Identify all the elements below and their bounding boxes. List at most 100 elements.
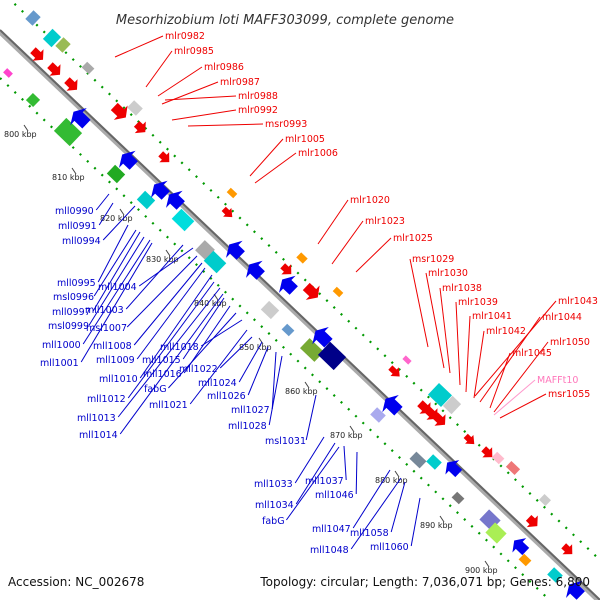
reverse-gene-leader-line — [219, 336, 253, 369]
reverse-gene-label: mll1008 — [93, 341, 132, 352]
reverse-gene-block — [136, 190, 156, 210]
reverse-gene-label: mll1010 — [99, 374, 138, 385]
forward-gene-leader-line — [474, 300, 557, 397]
forward-gene-leader-line — [493, 379, 536, 416]
reverse-gene-arrow — [312, 327, 333, 348]
reverse-gene-block — [370, 407, 386, 423]
reverse-gene-label: fabG — [262, 516, 285, 527]
forward-gene-label: mlr1043 — [558, 296, 598, 307]
forward-gene-block — [428, 383, 452, 407]
reverse-gene-leader-line — [125, 244, 184, 310]
forward-gene-label: mlr1020 — [350, 195, 390, 206]
forward-gene-leader-line — [145, 50, 173, 88]
reverse-gene-label: mll0995 — [57, 278, 96, 289]
reverse-gene-leader-line — [285, 446, 340, 521]
forward-gene-block — [505, 461, 521, 475]
reverse-gene-leader-line — [95, 193, 110, 211]
reverse-gene-leader-line — [93, 229, 137, 297]
forward-gene-arrow — [47, 62, 61, 76]
tick-mark — [439, 515, 445, 523]
reverse-gene-leader-line — [268, 355, 283, 426]
reverse-gene-label: mll1015 — [142, 355, 181, 366]
forward-gene-block — [442, 395, 462, 415]
forward-gene-leader-line — [171, 109, 237, 121]
reverse-gene-block — [203, 250, 227, 274]
reverse-gene-leader-line — [119, 293, 224, 435]
forward-gene-label: mlr1044 — [542, 312, 582, 323]
reverse-gene-label: mll1000 — [42, 340, 81, 351]
reverse-gene-label: mll1003 — [85, 305, 124, 316]
reverse-gene-block — [171, 208, 195, 232]
reverse-gene-leader-line — [355, 451, 358, 495]
reverse-gene-block — [547, 567, 563, 583]
reverse-gene-label: mll1021 — [149, 400, 188, 411]
reverse-gene-arrow — [119, 150, 138, 170]
tick-label: 890 kbp — [420, 521, 453, 530]
forward-gene-block — [81, 61, 95, 75]
reverse-gene-leader-line — [295, 442, 336, 505]
forward-gene-leader-line — [254, 152, 297, 184]
reverse-gene-arrow — [166, 190, 185, 210]
reverse-gene-leader-line — [98, 202, 114, 226]
reverse-gene-leader-line — [247, 346, 269, 396]
reverse-gene-leader-line — [139, 274, 213, 379]
tick-label: 840 kbp — [194, 299, 227, 308]
forward-gene-label: msr1055 — [548, 389, 590, 400]
forward-gene-arrow — [133, 121, 146, 134]
forward-gene-block — [42, 28, 62, 48]
forward-gene-arrow — [110, 102, 128, 120]
reverse-gene-leader-line — [294, 436, 325, 484]
reverse-gene-arrow — [566, 580, 585, 600]
reverse-gene-leader-line — [117, 287, 221, 418]
reverse-gene-leader-line — [82, 239, 151, 345]
forward-gene-label: mlr0988 — [238, 91, 278, 102]
forward-gene-label: mlr1050 — [550, 337, 590, 348]
reverse-gene-block — [485, 522, 507, 544]
forward-gene-label: mlr1038 — [442, 283, 482, 294]
forward-gene-leader-line — [479, 316, 541, 403]
map-title: Mesorhizobium loti MAFF303099, complete … — [116, 13, 454, 28]
reverse-gene-label: mll1046 — [315, 490, 354, 501]
reverse-gene-label: msl1031 — [265, 436, 306, 447]
reverse-gene-label: mll1009 — [96, 355, 135, 366]
reverse-gene-label: mll0994 — [62, 236, 101, 247]
reverse-gene-leader-line — [189, 329, 248, 405]
forward-gene-arrow — [561, 543, 573, 555]
forward-gene-leader-line — [409, 258, 429, 348]
forward-gene-arrow — [302, 282, 320, 300]
reverse-gene-arrow — [279, 275, 298, 295]
reverse-gene-leader-line — [136, 267, 206, 360]
forward-gene-leader-line — [317, 199, 349, 245]
reverse-gene-label: mll1034 — [255, 500, 294, 511]
tick-label: 820 kbp — [100, 214, 133, 223]
reverse-gene-label: mll0990 — [55, 206, 94, 217]
reverse-gene-leader-line — [390, 481, 406, 533]
tick-mark — [484, 560, 490, 568]
tick-label: 850 kbp — [239, 343, 272, 352]
forward-gene-leader-line — [465, 315, 471, 393]
reverse-gene-leader-line — [88, 236, 145, 326]
reverse-gene-arrow — [445, 460, 463, 478]
reverse-gene-block — [281, 323, 295, 337]
forward-gene-arrow — [432, 412, 446, 426]
tick-label: 830 kbp — [146, 255, 179, 264]
reverse-gene-leader-line — [168, 312, 237, 389]
reverse-gene-label: msl0996 — [53, 292, 94, 303]
reverse-gene-label: mll1026 — [207, 391, 246, 402]
reverse-gene-leader-line — [271, 351, 277, 410]
forward-gene-leader-line — [331, 220, 364, 265]
forward-gene-arrow — [64, 77, 78, 91]
reverse-gene-label: mll1047 — [312, 524, 351, 535]
reverse-gene-label: fabG — [144, 384, 167, 395]
reverse-gene-label: mll1022 — [179, 364, 218, 375]
genome-backbone-shadow — [0, 30, 600, 600]
forward-gene-block — [25, 10, 41, 26]
forward-gene-leader-line — [161, 81, 219, 105]
reverse-gene-leader-line — [80, 242, 153, 363]
forward-gene-arrow — [388, 365, 400, 377]
forward-gene-block — [296, 252, 308, 264]
forward-gene-label: mlr1039 — [458, 297, 498, 308]
forward-gene-leader-line — [164, 95, 237, 101]
forward-gene-block — [55, 37, 71, 53]
forward-gene-leader-line — [439, 287, 451, 374]
